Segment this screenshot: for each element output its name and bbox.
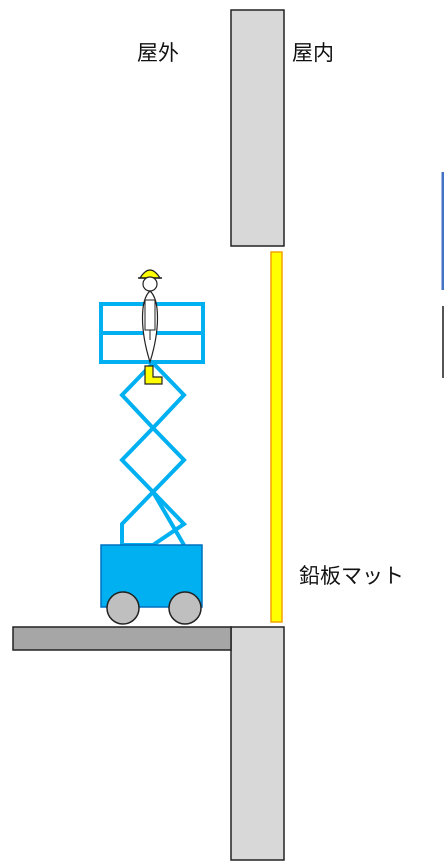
boot-icon	[144, 365, 163, 385]
label-outdoor: 屋外	[137, 41, 179, 65]
floor-slab	[12, 626, 232, 651]
wheel-right	[168, 591, 202, 625]
worker-figure	[138, 269, 163, 385]
wheel-left	[106, 591, 140, 625]
scissor-arms	[119, 360, 188, 547]
lead-mat	[270, 251, 283, 623]
label-indoor: 屋内	[292, 41, 334, 65]
lower-wall	[230, 626, 285, 861]
upper-wall	[230, 9, 285, 247]
label-lead-mat: 鉛板マット	[299, 564, 404, 588]
